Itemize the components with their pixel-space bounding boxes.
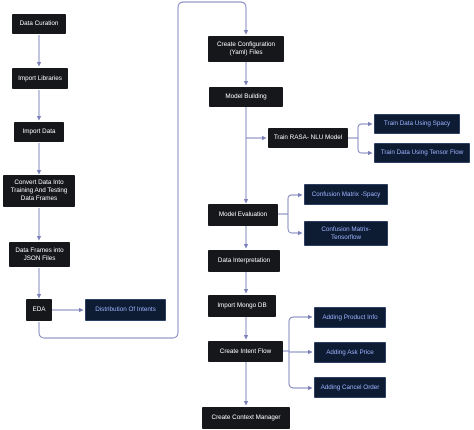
node-distribution-intents-label: Distribution Of Intents [95, 306, 156, 314]
node-import-data: Import Data [14, 122, 64, 142]
node-create-intent-flow: Create Intent Flow [208, 341, 283, 362]
node-data-curation: Data Curation [12, 14, 66, 34]
edge-rasa-to-spacy [348, 121, 373, 139]
node-data-curation-label: Data Curation [19, 20, 59, 28]
node-eda-label: EDA [32, 306, 46, 314]
node-create-config-label: Create Configuration (Yaml) Files [216, 41, 276, 56]
node-confusion-tensorflow: Confusion Matrix- Tensorflow [304, 221, 388, 246]
edge-eda-to-config [38, 1, 249, 339]
edge-eval-to-confusion-tensorflow [287, 214, 303, 236]
node-import-mongo: Import Mongo DB [208, 295, 276, 317]
node-distribution-intents: Distribution Of Intents [85, 299, 166, 321]
node-adding-product-info: Adding Product Info [314, 307, 386, 328]
node-frames-json-label: Data Frames into JSON Files [15, 246, 64, 262]
node-convert-data-label: Convert Data Into Training And Testing D… [10, 179, 68, 202]
node-frames-json: Data Frames into JSON Files [9, 242, 70, 267]
node-train-tensorflow-label: Train Data Using Tensor Flow [380, 149, 464, 157]
edge-intent-to-cancel-order [288, 351, 313, 391]
node-confusion-spacy-label: Confusion Matrix -Spacy [311, 190, 381, 198]
node-adding-ask-price: Adding Ask Price [314, 342, 386, 363]
node-data-interpretation: Data Interpretation [208, 250, 280, 272]
node-convert-data: Convert Data Into Training And Testing D… [3, 175, 75, 207]
node-create-intent-flow-label: Create Intent Flow [219, 347, 272, 355]
edge-intent-to-product-info [283, 314, 313, 352]
node-train-tensorflow: Train Data Using Tensor Flow [374, 143, 470, 163]
node-import-data-label: Import Data [22, 128, 56, 136]
node-adding-product-info-label: Adding Product Info [322, 313, 378, 321]
edge-rasa-to-tensorflow [357, 138, 373, 156]
node-model-evaluation-label: Model Evaluation [218, 211, 268, 219]
node-train-spacy-label: Train Data Using Spacy [383, 120, 451, 128]
node-confusion-tensorflow-label: Confusion Matrix- Tensorflow [321, 225, 371, 241]
node-import-mongo-label: Import Mongo DB [217, 302, 267, 310]
node-import-libraries: Import Libraries [12, 68, 68, 89]
node-model-evaluation: Model Evaluation [208, 204, 278, 226]
edge-intent-to-ask-price [288, 349, 313, 355]
node-model-building-label: Model Building [225, 93, 267, 101]
node-model-building: Model Building [209, 87, 283, 107]
node-eda: EDA [26, 299, 52, 321]
node-confusion-spacy: Confusion Matrix -Spacy [304, 184, 388, 205]
node-create-context-manager-label: Create Context Manager [211, 414, 281, 422]
node-create-config: Create Configuration (Yaml) Files [208, 36, 284, 62]
node-create-context-manager: Create Context Manager [202, 407, 290, 429]
node-adding-cancel-order-label: Adding Cancel Order [320, 383, 380, 391]
node-train-rasa-label: Train RASA- NLU Model [273, 134, 343, 142]
node-data-interpretation-label: Data Interpretation [217, 257, 271, 265]
node-train-rasa: Train RASA- NLU Model [268, 128, 348, 148]
node-import-libraries-label: Import Libraries [18, 74, 62, 82]
node-adding-ask-price-label: Adding Ask Price [326, 348, 374, 356]
node-train-spacy: Train Data Using Spacy [374, 114, 460, 134]
edge-eval-to-confusion-spacy [278, 192, 303, 215]
node-adding-cancel-order: Adding Cancel Order [314, 377, 386, 398]
